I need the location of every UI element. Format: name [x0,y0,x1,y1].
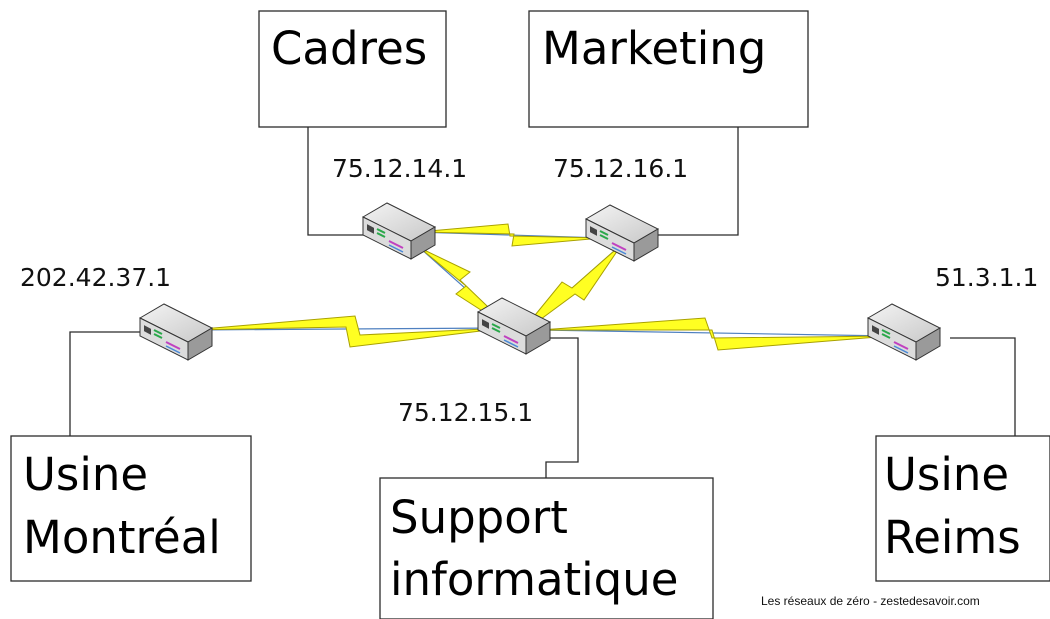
marketing-wire [655,127,739,236]
cadres-ip-label: 75.12.14.1 [332,154,467,183]
cadres-box [258,10,447,128]
router-icon [362,202,436,260]
marketing-label: Marketing [542,22,766,75]
usine-montreal-label-line1: Usine [23,448,148,501]
usine-montreal-label-line2: Montréal [23,511,221,564]
marketing-box [528,10,809,128]
usine-reims-label-line1: Usine [884,448,1009,501]
lightning-link-icon [189,315,506,348]
reims-ip-label: 51.3.1.1 [935,263,1038,292]
montreal-ip-label: 202.42.37.1 [20,263,171,292]
usine-montreal-box [10,435,252,582]
router-icon [139,303,213,361]
support-ip-label: 75.12.15.1 [398,398,533,427]
credit-text: Les réseaux de zéro - zestedesavoir.com [761,594,980,608]
router-icon [867,303,941,361]
support-wire [545,337,579,478]
usine-reims-label-line2: Reims [884,511,1021,564]
support-label-line2: informatique [390,553,678,606]
support-box [379,477,714,619]
router-icon [477,297,551,355]
support-label-line1: Support [390,491,568,544]
lightning-link-icon [539,317,891,351]
lightning-link-icon [417,223,603,247]
link-support-reims-line [539,329,891,337]
cadres-label: Cadres [271,22,427,75]
router-icon [585,204,659,262]
cadres-wire [307,127,370,236]
montreal-wire [69,331,150,436]
reims-wire [950,337,1016,436]
usine-reims-box [875,435,1050,582]
marketing-ip-label: 75.12.16.1 [553,154,688,183]
